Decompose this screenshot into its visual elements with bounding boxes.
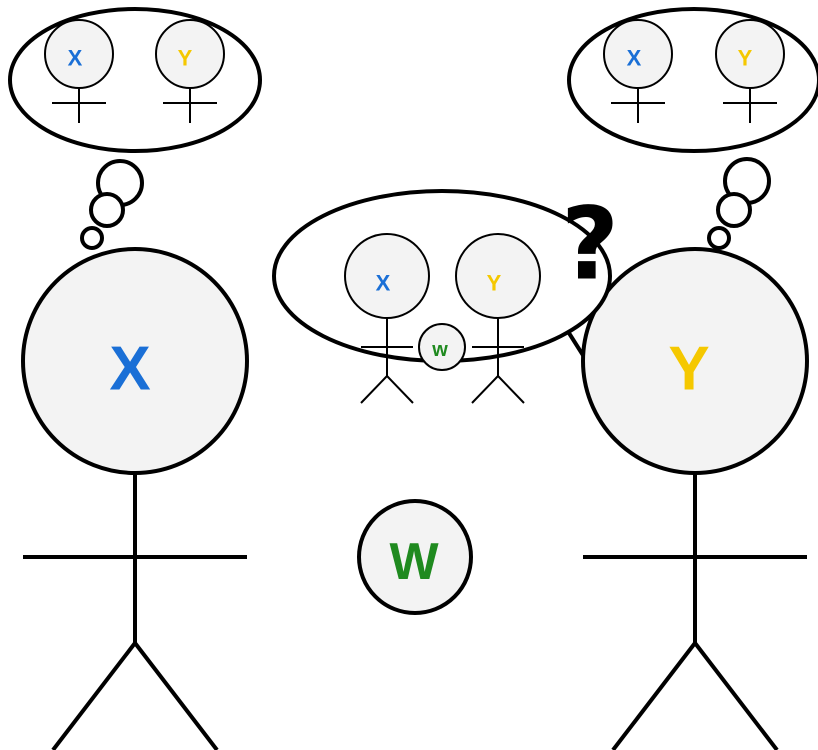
- small-w-circle: w: [418, 323, 466, 371]
- female-symbol-x: X: [44, 19, 114, 123]
- thought-bubble-y: X Y: [567, 7, 818, 250]
- stick-figure-y: Y: [455, 233, 541, 404]
- female-symbol-y-label: Y: [738, 46, 753, 71]
- figure-x: X Y X: [8, 7, 262, 750]
- female-symbol-y: Y: [715, 19, 785, 123]
- speech-bubble: X Y w: [272, 189, 612, 404]
- w-circle-label: W: [389, 533, 439, 591]
- stick-figure-x-label: X: [376, 271, 391, 296]
- female-symbol-x-label: X: [68, 46, 83, 71]
- thought-bubble-x: X Y: [8, 7, 262, 250]
- head-x-label: X: [109, 335, 150, 404]
- figure-y: X Y Y: [560, 7, 818, 750]
- female-symbol-y-label: Y: [178, 46, 193, 71]
- female-symbol-y: Y: [155, 19, 225, 123]
- female-symbol-x-label: X: [627, 46, 642, 71]
- w-circle: W: [357, 499, 473, 615]
- female-symbol-x: X: [603, 19, 673, 123]
- small-w-label: w: [431, 339, 448, 361]
- stick-figure-x: X: [344, 233, 430, 404]
- stick-figure-y-label: Y: [487, 271, 502, 296]
- head-y-label: Y: [668, 335, 709, 404]
- question-mark: ?: [561, 186, 619, 303]
